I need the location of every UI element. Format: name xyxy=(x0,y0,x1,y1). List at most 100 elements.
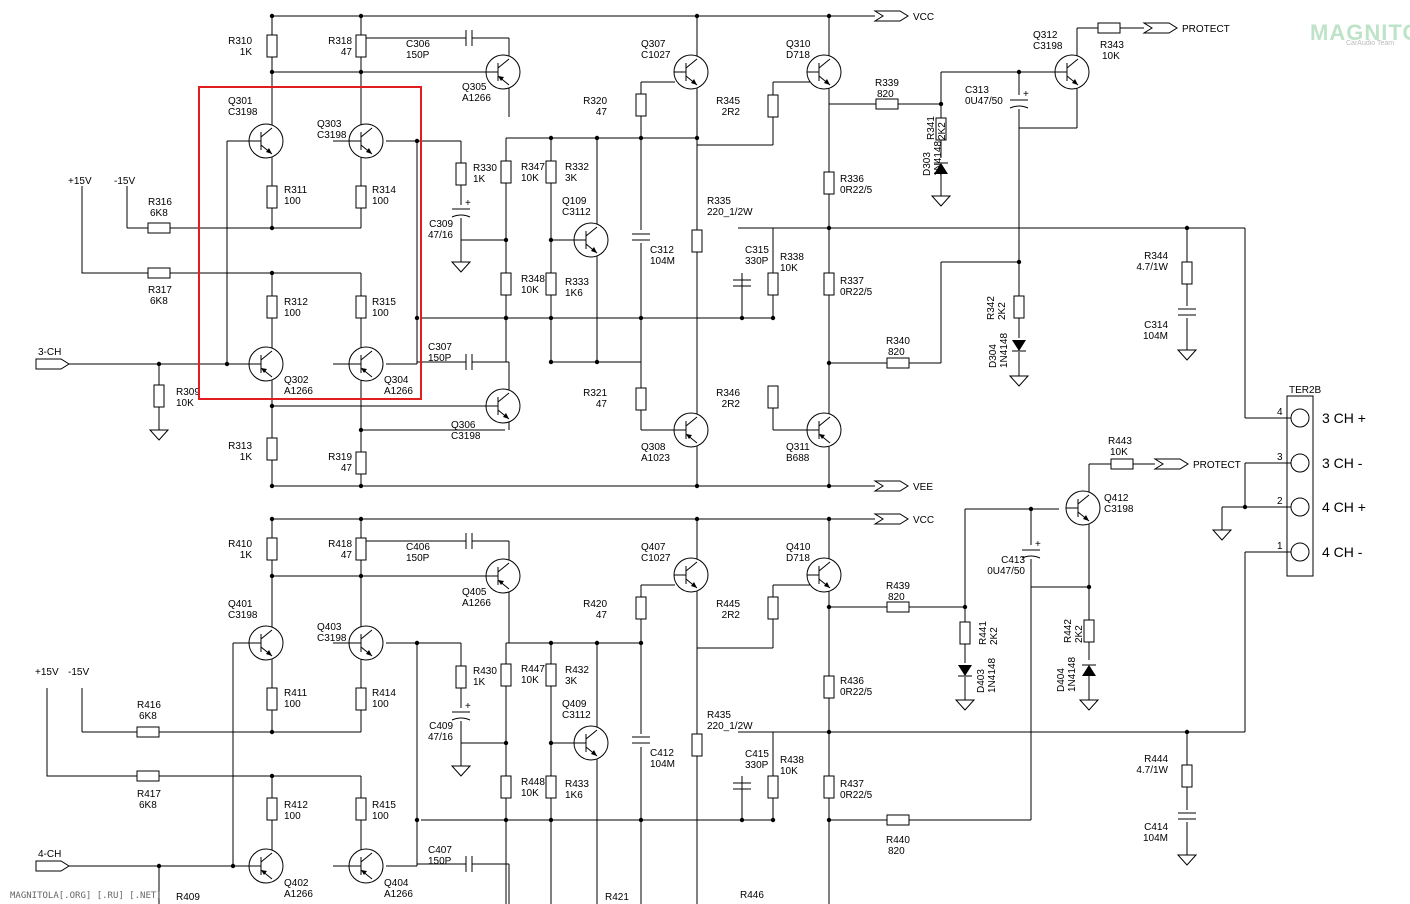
transistor-collector xyxy=(497,58,510,69)
resistor-r339 xyxy=(875,98,899,110)
capacitor-c406 xyxy=(465,533,473,549)
value-r415: 100 xyxy=(372,811,389,822)
resistor-r345 xyxy=(767,94,779,118)
junction-dot xyxy=(414,817,420,823)
wire xyxy=(81,186,148,274)
capacitor-c412 xyxy=(632,736,650,744)
ref-q303: Q303 xyxy=(317,119,342,130)
diode-body xyxy=(934,163,948,174)
vcc-rail-bottom-tag xyxy=(873,513,909,525)
junction-dot xyxy=(269,729,275,735)
value-r336: 0R22/5 xyxy=(840,185,873,196)
value-q310: D718 xyxy=(786,50,810,61)
value-r346: 2R2 xyxy=(722,399,741,410)
transistor-q308 xyxy=(673,412,709,448)
transistor-collector xyxy=(1066,58,1079,69)
vee-rail-top-label: VEE xyxy=(913,482,933,493)
resistor-r333 xyxy=(545,272,557,296)
connector-pin-label: 4 CH - xyxy=(1322,544,1363,560)
electrolytic-capacitor-c413 xyxy=(1021,549,1041,559)
value-q407: C1027 xyxy=(641,553,671,564)
transistor-collector xyxy=(585,226,598,237)
ref-d403: D403 xyxy=(976,669,987,693)
labels-layer: VCCVEER3101KR31847Q301C3198Q303C3198R311… xyxy=(10,12,1366,903)
net-m15v-label: -15V xyxy=(114,176,135,187)
ref-q407: Q407 xyxy=(641,542,666,553)
input-3ch-tag xyxy=(35,358,70,370)
resistor-r341 xyxy=(935,117,947,141)
value-c412: 104M xyxy=(650,759,675,770)
ref-r414: R414 xyxy=(372,688,396,699)
transistor-q303 xyxy=(348,123,384,159)
cap-plate-curved xyxy=(1009,105,1029,109)
junction-dot xyxy=(826,604,832,610)
resistor-r441 xyxy=(959,621,971,645)
junction-dot xyxy=(826,817,832,823)
ground-symbol xyxy=(450,261,472,273)
value-q307: C1027 xyxy=(641,50,671,61)
electrolytic-capacitor-c313 xyxy=(1009,99,1029,109)
ref-r348: R348 xyxy=(521,274,545,285)
ref-r344: R344 xyxy=(1144,251,1168,262)
emitter-arrow xyxy=(824,582,830,588)
ref-r416: R416 xyxy=(137,700,161,711)
junction-dot xyxy=(1016,259,1022,265)
net-m15v-label-2: -15V xyxy=(68,667,89,678)
ref-r337: R337 xyxy=(840,276,864,287)
ground-triangle xyxy=(450,765,472,777)
diode-body xyxy=(958,665,972,676)
ref-r341: R341 xyxy=(926,116,937,140)
ref-q306: Q306 xyxy=(451,420,476,431)
value-c414: 104M xyxy=(1143,833,1168,844)
value-c307: 150P xyxy=(428,353,452,364)
resistor-r335 xyxy=(691,229,703,253)
resistor-r330 xyxy=(455,162,467,186)
value-q412: C3198 xyxy=(1104,504,1134,515)
emitter-arrow xyxy=(266,650,272,656)
value-q410: D718 xyxy=(786,553,810,564)
transistor-collector xyxy=(685,416,698,427)
resistor-r432 xyxy=(545,663,557,687)
value-r330: 1K xyxy=(473,174,486,185)
ground-symbol xyxy=(148,429,170,441)
value-r438: 10K xyxy=(780,766,798,777)
ref-r314: R314 xyxy=(372,185,396,196)
junction-dot xyxy=(739,817,745,823)
ground-triangle xyxy=(1078,699,1100,711)
ref-r433: R433 xyxy=(565,779,589,790)
junction-dot xyxy=(1184,225,1190,231)
value-q109: C3112 xyxy=(562,207,591,218)
ref-r315: R315 xyxy=(372,297,396,308)
ground-triangle xyxy=(930,195,952,207)
ref-r339: R339 xyxy=(875,78,899,89)
value-q401: C3198 xyxy=(228,610,258,621)
resistor-r311 xyxy=(266,185,278,209)
transistor-q307 xyxy=(673,54,709,90)
ref-q312: Q312 xyxy=(1033,30,1058,41)
resistor-r442 xyxy=(1083,619,1095,643)
ref-r311: R311 xyxy=(284,185,308,196)
value-r447: 10K xyxy=(521,675,539,686)
ref-r432: R432 xyxy=(565,665,589,676)
resistor-r316 xyxy=(147,222,171,234)
connector-pin-number: 1 xyxy=(1277,541,1283,552)
transistor-collector xyxy=(260,350,273,361)
value-c413: 0U47/50 xyxy=(987,566,1025,577)
value-q312: C3198 xyxy=(1033,41,1063,52)
ground-symbol xyxy=(930,195,952,207)
value-r332: 3K xyxy=(565,173,578,184)
ref-r444: R444 xyxy=(1144,754,1168,765)
ref-c313: C313 xyxy=(965,85,989,96)
diode-body xyxy=(1082,665,1096,676)
resistor-r319 xyxy=(355,451,367,475)
transistor-collector xyxy=(260,127,273,138)
ground-symbol xyxy=(1008,375,1030,387)
emitter-arrow xyxy=(591,750,597,756)
value-q303: C3198 xyxy=(317,130,347,141)
ground-triangle xyxy=(1008,375,1030,387)
resistor-r415 xyxy=(355,797,367,821)
transistor-q301 xyxy=(248,123,284,159)
junction-dot xyxy=(826,729,832,735)
transistor-collector xyxy=(818,416,831,427)
ref-r335: R335 xyxy=(707,196,731,207)
